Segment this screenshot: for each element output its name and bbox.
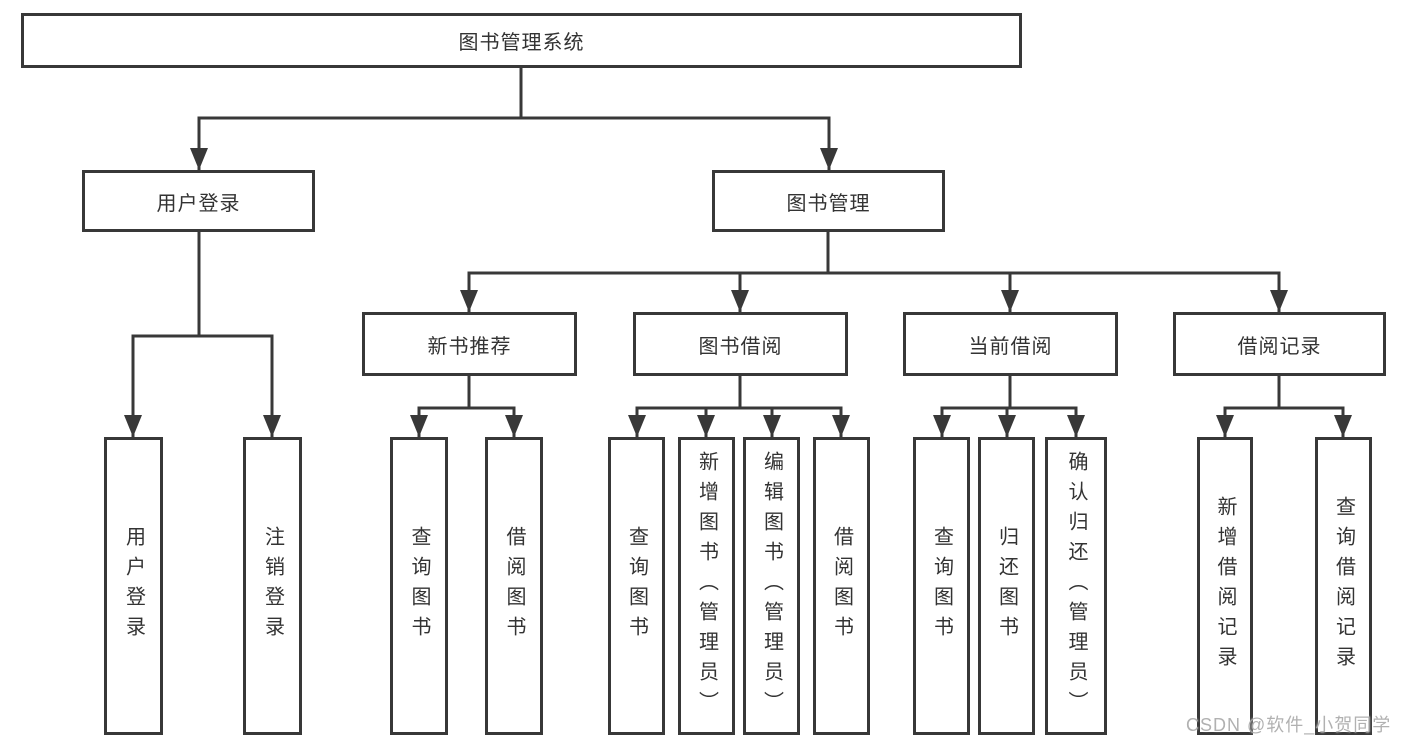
leaf-label: 确认归还（管理员） bbox=[1065, 451, 1087, 721]
node-label: 新书推荐 bbox=[427, 335, 512, 358]
leaf-edit-books-admin: 编辑图书（管理员） bbox=[743, 437, 800, 735]
node-book-management: 图书管理 bbox=[712, 170, 945, 232]
leaf-label: 借阅图书 bbox=[503, 526, 525, 646]
connector-arrows bbox=[124, 118, 1352, 437]
leaf-label: 查询借阅记录 bbox=[1332, 496, 1355, 676]
node-label: 借阅记录 bbox=[1237, 335, 1322, 358]
node-current-borrow: 当前借阅 bbox=[903, 312, 1118, 376]
csdn-watermark: CSDN @软件_小贺同学 bbox=[1186, 715, 1392, 735]
leaf-query-books-borrow: 查询图书 bbox=[608, 437, 665, 735]
leaf-borrow-books-recommend: 借阅图书 bbox=[485, 437, 543, 735]
leaf-label: 查询图书 bbox=[930, 526, 953, 646]
leaf-query-borrow-record: 查询借阅记录 bbox=[1315, 437, 1372, 735]
leaf-label: 编辑图书（管理员） bbox=[760, 451, 783, 721]
leaf-label: 注销登录 bbox=[261, 526, 284, 646]
node-label: 图书管理系统 bbox=[458, 32, 585, 54]
leaf-borrow-books: 借阅图书 bbox=[813, 437, 870, 735]
node-label: 图书管理 bbox=[786, 192, 871, 215]
leaf-label: 借阅图书 bbox=[830, 526, 853, 646]
leaf-return-books: 归还图书 bbox=[978, 437, 1035, 735]
leaf-add-books-admin: 新增图书（管理员） bbox=[678, 437, 735, 735]
leaf-label: 查询图书 bbox=[625, 526, 648, 646]
leaf-query-books-current: 查询图书 bbox=[913, 437, 970, 735]
leaf-confirm-return-admin: 确认归还（管理员） bbox=[1045, 437, 1107, 735]
node-borrow-records: 借阅记录 bbox=[1173, 312, 1386, 376]
leaf-label: 用户登录 bbox=[122, 526, 145, 646]
leaf-logout: 注销登录 bbox=[243, 437, 302, 735]
node-new-book-recommend: 新书推荐 bbox=[362, 312, 577, 376]
leaf-label: 归还图书 bbox=[995, 526, 1018, 646]
node-book-borrow: 图书借阅 bbox=[633, 312, 848, 376]
leaf-label: 查询图书 bbox=[408, 526, 430, 646]
leaf-label: 新增借阅记录 bbox=[1214, 496, 1236, 676]
node-user-login: 用户登录 bbox=[82, 170, 315, 232]
leaf-add-borrow-record: 新增借阅记录 bbox=[1197, 437, 1253, 735]
leaf-label: 新增图书（管理员） bbox=[695, 451, 718, 721]
node-label: 用户登录 bbox=[156, 192, 241, 215]
connector-lines bbox=[131, 66, 1345, 410]
node-label: 当前借阅 bbox=[968, 335, 1053, 358]
leaf-query-books-recommend: 查询图书 bbox=[390, 437, 448, 735]
node-library-management-system: 图书管理系统 bbox=[21, 13, 1022, 68]
leaf-user-login: 用户登录 bbox=[104, 437, 163, 735]
node-label: 图书借阅 bbox=[698, 335, 783, 358]
